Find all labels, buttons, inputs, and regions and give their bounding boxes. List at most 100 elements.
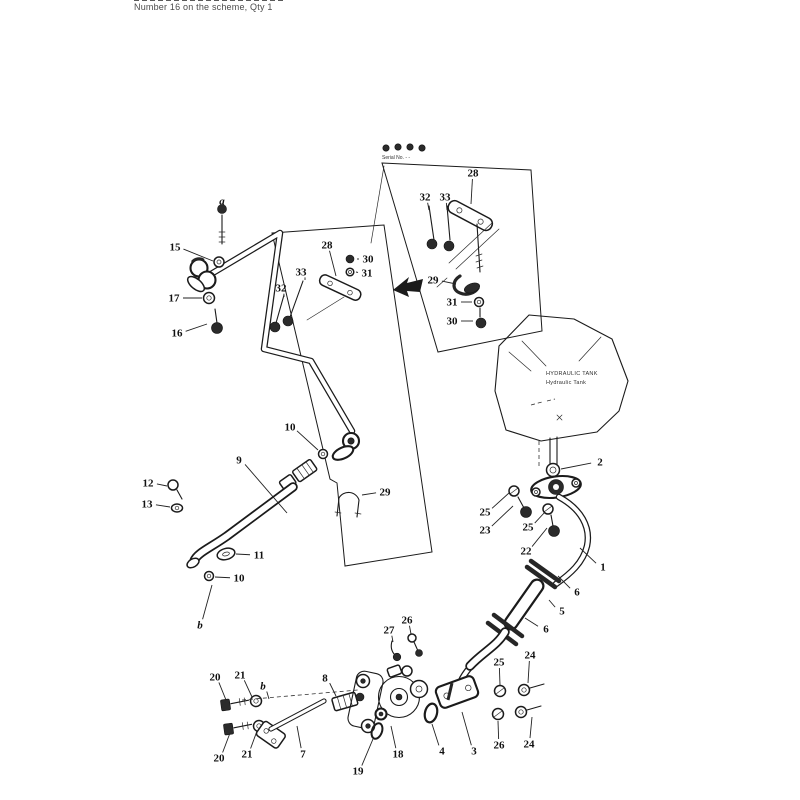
callout-label: 19 <box>353 766 365 778</box>
leader-line <box>409 625 412 635</box>
callout-label: 17 <box>169 293 181 305</box>
clip-11 <box>216 547 236 561</box>
left-elbow-fitting <box>186 257 217 293</box>
callout-label: 8 <box>322 673 328 685</box>
bolt-a <box>217 204 227 245</box>
callout-label: 10 <box>285 422 297 434</box>
leader-line <box>222 732 231 753</box>
page-note: Number 16 on the scheme, Qty 1 <box>134 2 273 12</box>
o-ring-19 <box>370 722 384 740</box>
leader-line <box>183 248 214 262</box>
leader-line <box>155 504 171 508</box>
tube-7 <box>255 698 327 749</box>
callout-label: 6 <box>543 624 549 636</box>
leader-line <box>329 682 337 697</box>
callout-label: 10 <box>234 573 246 585</box>
callout-label: 13 <box>142 499 154 511</box>
callout-label: 29 <box>380 487 392 499</box>
leader-line <box>361 492 377 496</box>
bolts-24 <box>514 683 545 719</box>
callout-label: 30 <box>447 316 459 328</box>
middle-box-parts <box>269 254 362 518</box>
leader-line <box>531 527 548 547</box>
callout-label: 25 <box>494 657 506 669</box>
callout-label: 29 <box>428 275 440 287</box>
callout-label: 32 <box>276 283 288 295</box>
callout-label: 31 <box>362 268 373 280</box>
leader-line <box>427 202 430 211</box>
washer-15 <box>213 256 225 268</box>
steel-pipe-left <box>202 229 356 435</box>
leader-line <box>185 323 208 332</box>
leader-line <box>548 599 556 608</box>
upper-box-parts <box>426 199 500 329</box>
leader-line <box>497 720 500 740</box>
pipe-end-elbow <box>317 431 361 461</box>
tank-label-1: HYDRAULIC TANK <box>546 371 598 377</box>
callout-label: 24 <box>524 739 536 751</box>
leader-line <box>235 553 251 556</box>
callout-label: 32 <box>420 192 432 204</box>
callout-label: 25 <box>523 522 535 534</box>
elbow-flange-3 <box>434 662 480 709</box>
leader-line <box>491 492 510 509</box>
leader-line <box>202 584 213 620</box>
callout-label: 27 <box>384 625 396 637</box>
washer-13 <box>170 503 184 513</box>
connector-8 <box>331 691 365 712</box>
callout-label: 9 <box>236 455 242 467</box>
callout-label: 11 <box>254 550 264 562</box>
o-ring-2 <box>545 462 561 478</box>
callout-label: 33 <box>440 192 452 204</box>
leader-line <box>491 505 514 527</box>
leader-line <box>244 464 288 514</box>
middle-detail-box <box>271 224 433 567</box>
leader-line <box>214 576 231 579</box>
callout-label: 30 <box>363 254 375 266</box>
callout-label: 22 <box>521 546 533 558</box>
leader-line <box>557 575 571 589</box>
leader-line <box>329 250 337 277</box>
hose-assembly-9 <box>186 458 318 569</box>
leader-line <box>243 680 253 698</box>
assembly-centerline <box>241 689 359 701</box>
leader-line <box>156 483 168 487</box>
hydraulic-pump-18 <box>347 664 429 734</box>
leader-line <box>527 660 530 684</box>
leader-line <box>534 511 546 524</box>
callout-label: 21 <box>235 670 246 682</box>
callout-label: 7 <box>300 749 306 761</box>
leader-line <box>296 725 302 749</box>
ref-letter: a <box>219 196 225 208</box>
leader-line <box>560 462 592 470</box>
leader-line <box>266 691 270 700</box>
hose-lower-section <box>465 627 510 671</box>
leader-line <box>445 202 448 211</box>
ref-letter: b <box>260 681 266 693</box>
leader-line <box>461 711 472 746</box>
hose-clamp-6-top <box>524 558 562 590</box>
ref-letter: b <box>197 620 203 632</box>
callout-label: 33 <box>296 267 308 279</box>
flange-bolts <box>508 485 560 537</box>
callout-label: 20 <box>210 672 222 684</box>
suction-pipe-1 <box>552 493 592 588</box>
callout-label: 1 <box>600 562 606 574</box>
leader-line <box>391 635 394 643</box>
leader-line <box>470 178 473 205</box>
hydraulic-tank: HYDRAULIC TANK Hydraulic Tank <box>494 314 629 468</box>
bolt-12 <box>167 479 183 500</box>
callout-label: 23 <box>480 525 492 537</box>
direction-arrow-icon <box>393 277 423 297</box>
callout-label: 24 <box>525 650 537 662</box>
leader-line <box>218 682 227 701</box>
leader-line <box>296 430 319 451</box>
callout-label: 26 <box>402 615 414 627</box>
callout-label: 18 <box>393 749 405 761</box>
leader-line <box>579 547 597 564</box>
leader-line <box>529 716 533 739</box>
leader-line <box>524 617 539 627</box>
callout-label: 6 <box>574 587 580 599</box>
